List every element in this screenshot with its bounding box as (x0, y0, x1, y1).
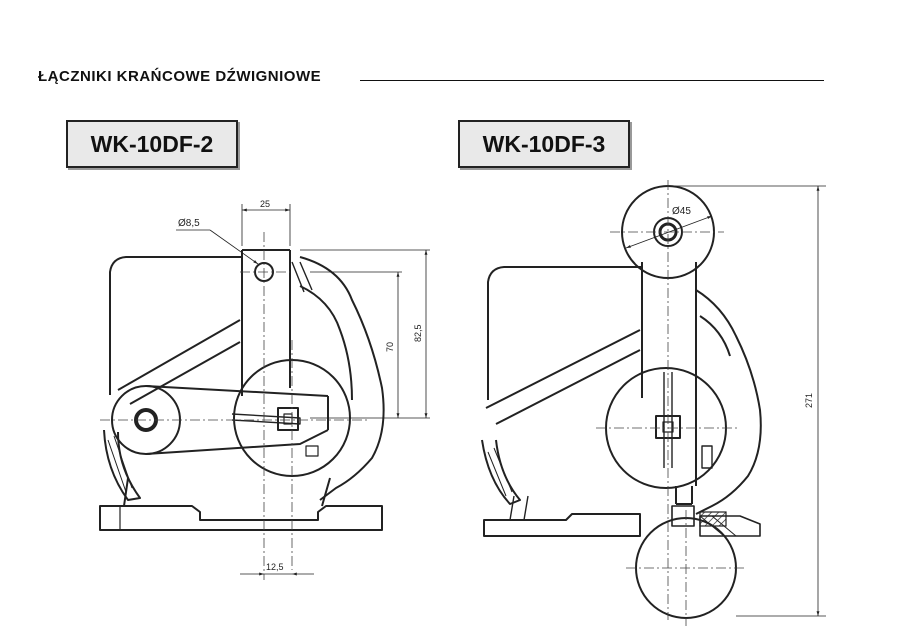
left-housing-inner (299, 285, 353, 401)
dim-left-hole-diameter: Ø8,5 (178, 218, 200, 229)
switch-drawing-left (99, 249, 385, 531)
left-base-plate (99, 505, 383, 531)
right-base-plate (483, 513, 641, 537)
dim-left-height-70: 70 (385, 342, 395, 352)
dim-right-roller-diameter: Ø45 (672, 206, 691, 217)
model-label-box-left: WK-10DF-2 (66, 120, 238, 168)
right-stub (675, 486, 693, 504)
right-guard (481, 439, 521, 505)
dim-left-height-82-5: 82,5 (413, 324, 423, 342)
left-guard (103, 429, 141, 501)
right-housing-inner (699, 315, 731, 357)
right-vertical-arm (641, 262, 697, 486)
model-label-box-right: WK-10DF-3 (458, 120, 630, 168)
dim-right-total-height: 271 (804, 393, 814, 408)
model-label-right: WK-10DF-3 (482, 130, 606, 157)
left-flat-spring (231, 413, 301, 425)
left-housing (109, 256, 385, 501)
right-dimensions (625, 185, 826, 617)
left-base-skirt (123, 477, 331, 507)
page-title: ŁĄCZNIKI KRAŃCOWE DŹWIGNIOWE (38, 68, 322, 85)
left-centerlines (100, 232, 370, 580)
right-diagonal-strut (485, 329, 641, 425)
dim-left-arm-width: 25 (260, 199, 270, 209)
model-label-left: WK-10DF-2 (90, 130, 214, 157)
left-diagonal-strut (117, 319, 241, 405)
title-rule (360, 80, 824, 81)
left-lever (145, 385, 329, 455)
right-housing (487, 266, 762, 515)
left-vertical-arm (241, 249, 291, 396)
right-hatched-block (699, 511, 727, 527)
dim-left-offset-12-5: 12,5 (266, 562, 284, 572)
switch-drawing-right (481, 185, 762, 619)
right-centerlines (596, 180, 746, 626)
left-dimensions (176, 204, 430, 576)
left-clamp (277, 407, 299, 431)
